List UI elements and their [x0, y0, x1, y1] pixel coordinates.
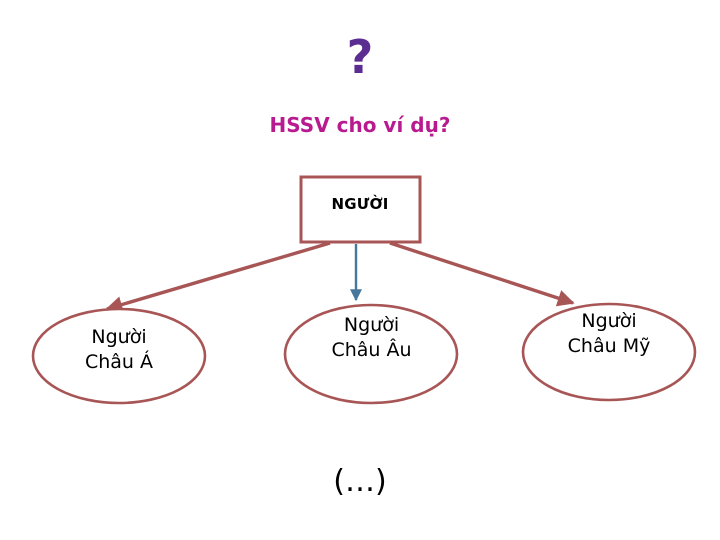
node-chau-a-ellipse[interactable]: [31, 307, 207, 405]
subtitle-prompt: HSSV cho ví dụ?: [269, 113, 451, 137]
connector-root-to-chau-my: [389, 241, 575, 307]
ellipsis-note: (…): [333, 464, 387, 499]
question-mark-heading: ?: [346, 30, 374, 84]
node-chau-my-ellipse[interactable]: [521, 302, 697, 402]
connector-root-to-chau-a: [105, 241, 331, 313]
node-chau-au-ellipse[interactable]: [283, 303, 459, 405]
node-root-rect[interactable]: [299, 175, 422, 244]
